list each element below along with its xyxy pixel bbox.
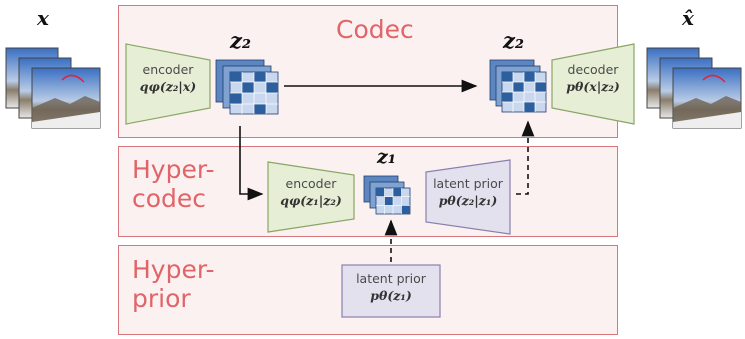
output-xhat-label: x̂ [682,6,694,30]
encoder-hyper-block [267,161,355,233]
decoder-main-block [551,43,635,125]
input-x-label: x [37,6,49,30]
hypercodec-title: Hyper- codec [132,155,215,214]
encoder-hyper-label: encoder [285,176,337,191]
encoder-main-text: encoder qφ(z₂|x) [126,62,210,94]
z1-label: z₁ [377,146,397,168]
hypercodec-title-line1: Hyper- [132,155,215,184]
latent-prior-hyper-block [425,159,511,235]
z2-left-label: z₂ [230,28,252,53]
decoder-main-formula: pθ(x|z₂) [566,79,620,94]
codec-title: Codec [336,15,414,44]
latent-grid-z2-left [215,59,279,115]
arrow-hyperprior-to-z2 [516,120,535,195]
hyperprior-title: Hyper- prior [132,255,215,314]
encoder-main-label: encoder [142,62,194,77]
encoder-hyper-text: encoder qφ(z₁|z₂) [268,176,354,208]
decoder-main-label: decoder [567,62,619,77]
latent-prior-base-text: latent prior pθ(z₁) [342,271,440,303]
latent-grid-z2-right [489,59,547,113]
encoder-hyper-formula: qφ(z₁|z₂) [280,193,342,208]
encoder-main-formula: qφ(z₂|x) [139,79,197,94]
hyperprior-title-line2: prior [132,283,191,313]
arrow-z2-to-hyper-encoder [239,126,264,201]
latent-prior-hyper-formula: pθ(z₂|z₁) [438,193,498,208]
decoder-main-text: decoder pθ(x|z₂) [552,62,634,94]
latent-prior-base-label: latent prior [356,271,426,286]
latent-prior-hyper-text: latent prior pθ(z₂|z₁) [426,176,510,208]
encoder-main-block [125,43,211,125]
latent-grid-z1 [363,175,411,215]
output-image-stack [646,47,742,129]
latent-prior-base-formula: pθ(z₁) [370,288,412,303]
hyperprior-title-line1: Hyper- [132,255,215,284]
latent-prior-hyper-label: latent prior [433,176,503,191]
hypercodec-title-line2: codec [132,183,207,213]
z2-right-label: z₂ [503,28,525,53]
input-image-stack [5,47,101,129]
latent-prior-base-block [341,264,441,318]
